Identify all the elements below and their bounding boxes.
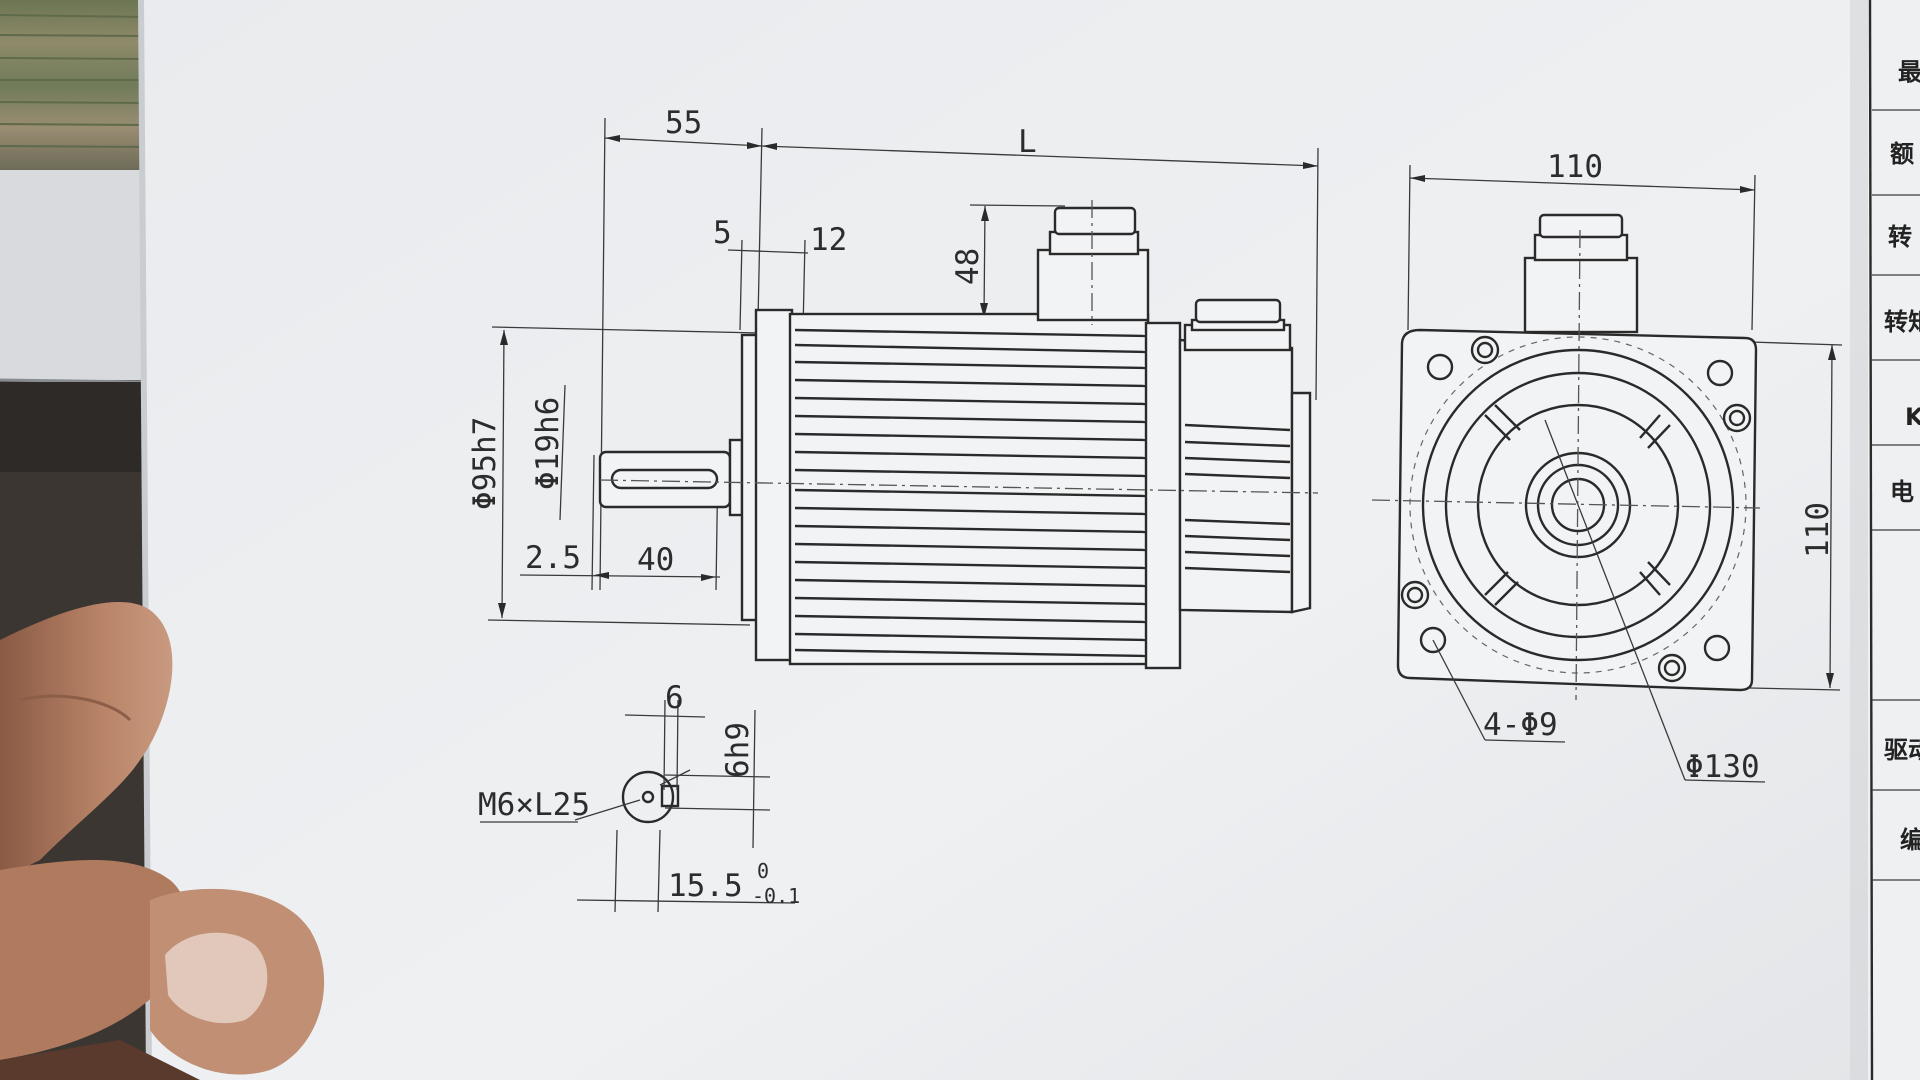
fabric-stripes	[0, 14, 151, 148]
motor-front-view	[1371, 164, 1843, 783]
dim-mounting-holes: 4-Φ9	[1483, 707, 1558, 743]
dim-shaft-extension: 55	[665, 105, 702, 141]
paper-shadow	[1850, 0, 1870, 1080]
dim-connector-height: 48	[950, 248, 986, 285]
dim-bolt-circle: Φ130	[1685, 749, 1760, 785]
side-spec-table: 最 额 转 转矩 K 电 驱动 编	[1868, 0, 1920, 1080]
dim-overall-length: L	[1018, 124, 1037, 160]
dim-flange-thickness: 5	[713, 215, 732, 251]
dim-key-depth-upper: 0	[757, 859, 769, 883]
dim-flange-width: 110	[1547, 149, 1603, 185]
hand-holding-paper	[0, 601, 325, 1080]
dim-center-thread: M6×L25	[478, 787, 590, 823]
dim-flange-height: 110	[1800, 502, 1836, 558]
dim-key-tolerance: 6h9	[720, 722, 756, 778]
dim-pilot-diameter: Φ95h7	[467, 417, 503, 510]
side-label-6: 驱动	[1884, 736, 1920, 764]
motor-side-view	[487, 117, 1319, 670]
dim-shaft-diameter: Φ19h6	[530, 397, 566, 490]
wall-panel	[0, 170, 150, 380]
side-label-1: 额	[1890, 140, 1914, 168]
dim-shoulder: 2.5	[525, 540, 581, 576]
side-label-3: 转矩	[1884, 308, 1920, 336]
dim-key-length: 40	[637, 542, 674, 578]
side-label-4: K	[1905, 403, 1920, 431]
side-label-7: 编	[1900, 826, 1920, 854]
shaft-section-detail	[480, 699, 796, 913]
side-label-5: 电	[1890, 478, 1914, 506]
side-label-2: 转	[1888, 223, 1912, 251]
dim-pilot-offset: 12	[810, 222, 847, 258]
dim-key-width: 6	[665, 680, 684, 716]
fabric-strip	[0, 0, 150, 170]
side-label-0: 最	[1898, 58, 1920, 86]
dim-key-depth-value: 15.5	[668, 868, 743, 904]
dark-gap	[0, 382, 150, 472]
wall-edge	[0, 378, 151, 384]
dim-key-depth-lower: -0.1	[752, 884, 800, 908]
